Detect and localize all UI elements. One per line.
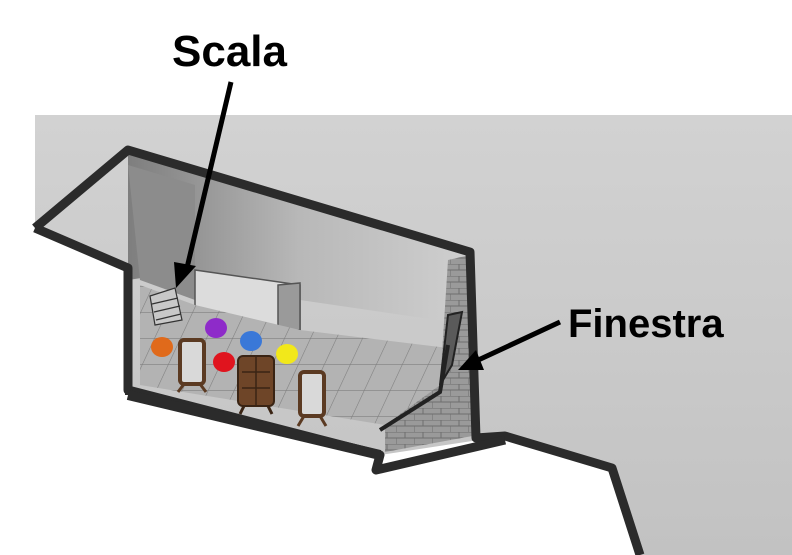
cutaway-outline [32, 145, 645, 555]
window-label: Finestra [568, 302, 724, 346]
mirror-right [296, 370, 328, 427]
wooden-cabinet [237, 355, 275, 415]
terrain-cut [35, 228, 640, 555]
stairs-label: Scala [172, 27, 287, 76]
mirror-left [176, 338, 208, 393]
right-stone-wall [385, 255, 478, 452]
purple-marker [205, 318, 227, 338]
stairs-arrow [174, 81, 234, 288]
orange-marker [151, 337, 173, 357]
red-marker [213, 352, 235, 372]
yellow-marker [276, 344, 298, 364]
stairs [149, 287, 183, 326]
blue-marker [240, 331, 262, 351]
window-arrow [458, 319, 562, 370]
